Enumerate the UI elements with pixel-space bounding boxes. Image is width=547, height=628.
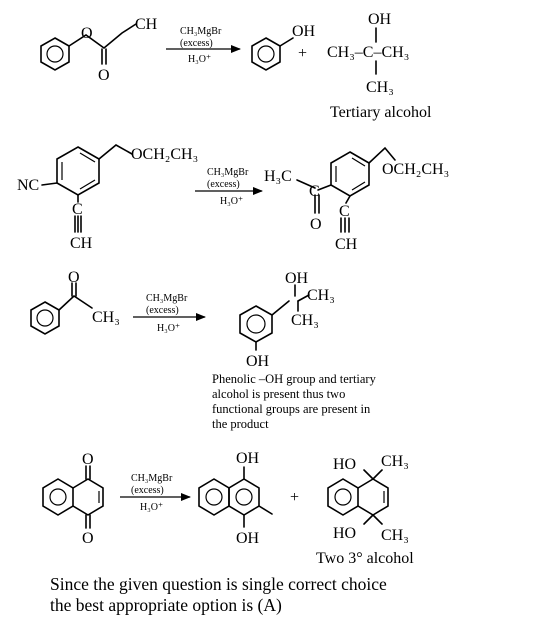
caption-two-tertiary-alcohol: Two 3° alcohol	[316, 550, 414, 567]
reagent-grignard-3: CH₃MgBr	[146, 293, 188, 304]
reagent-grignard: CH₃MgBr	[180, 26, 222, 37]
tert-diol-bottom-ch3: CH₃	[381, 527, 409, 544]
ester-carbonyl-oxygen-label: O	[98, 67, 110, 84]
reagent-excess: (excess)	[180, 38, 213, 49]
tert-alcohol-ch3-label: CH₃	[366, 79, 394, 96]
reactant-ethoxy-label: OCH₂CH₃	[131, 146, 198, 163]
product-ch3-b-label: CH₃	[291, 312, 319, 329]
plus-sign-1: +	[298, 45, 307, 62]
product-carbonyl-c-label: C	[309, 183, 320, 200]
note-phenolic: Phenolic –OH group and tertiary alcohol …	[212, 372, 377, 431]
caption-tertiary-alcohol: Tertiary alcohol	[330, 104, 432, 121]
tertiary-alcohol: OH CH₃–C–CH₃ CH₃	[327, 11, 409, 96]
reactant-benzene-ring-2	[41, 144, 133, 233]
reaction-4: O O CH₃MgBr (excess) H₃O⁺ OH OH +	[42, 450, 414, 567]
phenol-ring	[251, 37, 294, 71]
reagent-acid: H₃O⁺	[188, 54, 211, 65]
quinone-bottom-oxygen: O	[82, 530, 94, 547]
product-methyl-label: H₃C	[264, 168, 292, 185]
acetophenone-oxygen-label: O	[68, 269, 80, 286]
reagent-acid-3: H₃O⁺	[157, 323, 180, 334]
tert-alcohol-oh-label: OH	[368, 11, 392, 28]
diol-bottom-oh: OH	[236, 530, 260, 547]
reaction-1: O CH O CH₃MgBr (excess) H₃O⁺ OH + OH CH₃…	[40, 11, 432, 121]
product-tertiary-oh-label: OH	[285, 270, 309, 287]
ester-ch-label: CH	[135, 16, 158, 33]
product-alkyne-c-label: C	[339, 203, 350, 220]
reactant-alkyne-c-label: C	[72, 201, 83, 218]
product-phenolic-oh-label: OH	[246, 353, 270, 370]
conclusion-line-2: the best appropriate option is (A)	[50, 595, 282, 615]
conclusion-line-1: Since the given question is single corre…	[50, 574, 387, 594]
tert-diol-top-ch3: CH₃	[381, 453, 409, 470]
reaction-3: O CH₃ CH₃MgBr (excess) H₃O⁺ OH CH₃ CH₃ O…	[30, 269, 377, 431]
reaction-arrow-1: CH₃MgBr (excess) H₃O⁺	[166, 26, 241, 65]
reaction-arrow-3: CH₃MgBr (excess) H₃O⁺	[133, 293, 206, 334]
conclusion: Since the given question is single corre…	[50, 574, 387, 616]
reactant-nitrile-label: NC	[17, 177, 39, 194]
ester-oxygen-label: O	[81, 25, 93, 42]
ester-benzene-ring	[40, 37, 70, 71]
tert-diol-top-ho: HO	[333, 456, 356, 473]
reagent-acid-2: H₃O⁺	[220, 196, 243, 207]
product-ethoxy-label: OCH₂CH₃	[382, 161, 449, 178]
reaction-arrow-4: CH₃MgBr (excess) H₃O⁺	[120, 473, 191, 513]
reagent-acid-4: H₃O⁺	[140, 502, 163, 513]
note-line-4: the product	[212, 417, 269, 431]
reaction-2: OCH₂CH₃ NC C CH CH₃MgBr (excess) H₃O⁺ H₃…	[17, 144, 449, 253]
product-ketone-ring	[296, 146, 396, 233]
product-carbonyl-o-label: O	[310, 216, 322, 233]
note-line-2: alcohol is present thus two	[212, 387, 345, 401]
quinone-top-oxygen: O	[82, 451, 94, 468]
tert-diol-bottom-ho: HO	[333, 525, 356, 542]
diol-tertiary	[327, 469, 389, 525]
reagent-grignard-4: CH₃MgBr	[131, 473, 173, 484]
reagent-grignard-2: CH₃MgBr	[207, 167, 249, 178]
phenolic-alcohol-product	[239, 284, 310, 351]
acetophenone	[30, 282, 93, 335]
naphthoquinone	[42, 465, 104, 529]
reagent-excess-4: (excess)	[131, 485, 164, 496]
reagent-excess-3: (excess)	[146, 305, 179, 316]
reactant-alkyne-ch-label: CH	[70, 235, 93, 252]
product-alkyne-ch-label: CH	[335, 236, 358, 253]
tert-alcohol-chain-label: CH₃–C–CH₃	[327, 44, 409, 61]
ester-chain-bonds	[68, 23, 137, 65]
note-line-3: functional groups are present in	[212, 402, 371, 416]
note-line-1: Phenolic –OH group and tertiary	[212, 372, 377, 386]
reaction-arrow-2: CH₃MgBr (excess) H₃O⁺	[195, 167, 263, 207]
naphthalenediol	[198, 466, 273, 528]
product-ch3-a-label: CH₃	[307, 287, 335, 304]
phenol-oh-label: OH	[292, 23, 316, 40]
diol-top-oh: OH	[236, 450, 260, 467]
reagent-excess-2: (excess)	[207, 179, 240, 190]
plus-sign-2: +	[290, 489, 299, 506]
acetophenone-ch3-label: CH₃	[92, 309, 120, 326]
